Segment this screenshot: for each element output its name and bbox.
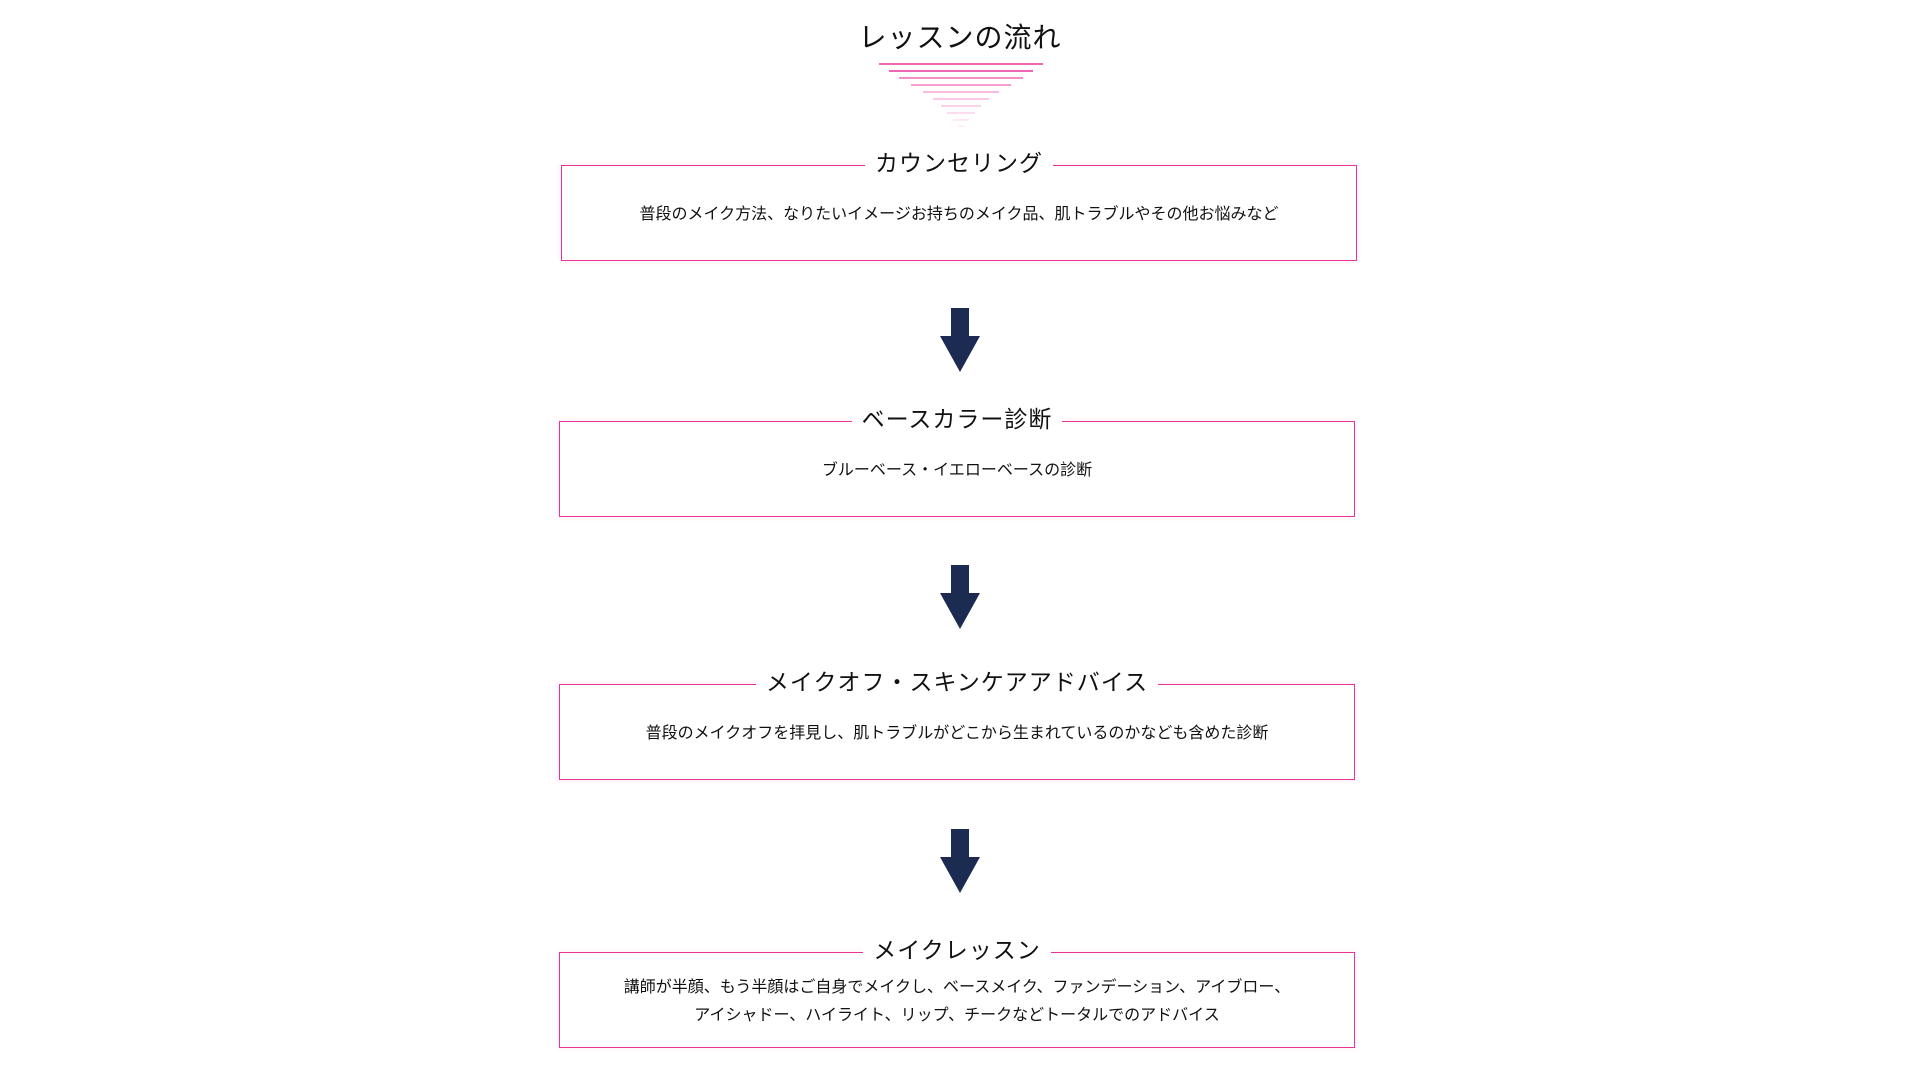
page-title: レッスンの流れ	[858, 21, 1062, 54]
step-description: 普段のメイクオフを拝見し、肌トラブルがどこから生まれているのかなども含めた診断	[645, 723, 1269, 742]
step-card-makeoff-skincare: メイクオフ・スキンケアアドバイス 普段のメイクオフを拝見し、肌トラブルがどこから…	[559, 670, 1355, 780]
step-card-base-color: ベースカラー診断 ブルーベース・イエローベースの診断	[559, 407, 1355, 517]
step-card-makeup-lesson: メイクレッスン 講師が半顔、もう半顔はご自身でメイクし、ベースメイク、ファンデー…	[559, 938, 1355, 1048]
arrow-down-icon	[940, 565, 980, 629]
step-title: カウンセリング	[562, 148, 1356, 180]
step-title: メイクオフ・スキンケアアドバイス	[560, 667, 1354, 699]
step-description: 普段のメイク方法、なりたいイメージお持ちのメイク品、肌トラブルやその他お悩みなど	[639, 204, 1279, 223]
arrow-down-icon	[940, 829, 980, 893]
step-description: ブルーベース・イエローベースの診断	[821, 460, 1093, 479]
pink-stripe-triangle-icon	[879, 63, 1043, 127]
step-description: 講師が半顔、もう半顔はご自身でメイクし、ベースメイク、ファンデーション、アイブロ…	[623, 977, 1291, 1024]
step-card-counseling: カウンセリング 普段のメイク方法、なりたいイメージお持ちのメイク品、肌トラブルや…	[561, 151, 1357, 261]
arrow-down-icon	[940, 308, 980, 372]
step-title: ベースカラー診断	[560, 404, 1354, 436]
step-title: メイクレッスン	[560, 935, 1354, 967]
